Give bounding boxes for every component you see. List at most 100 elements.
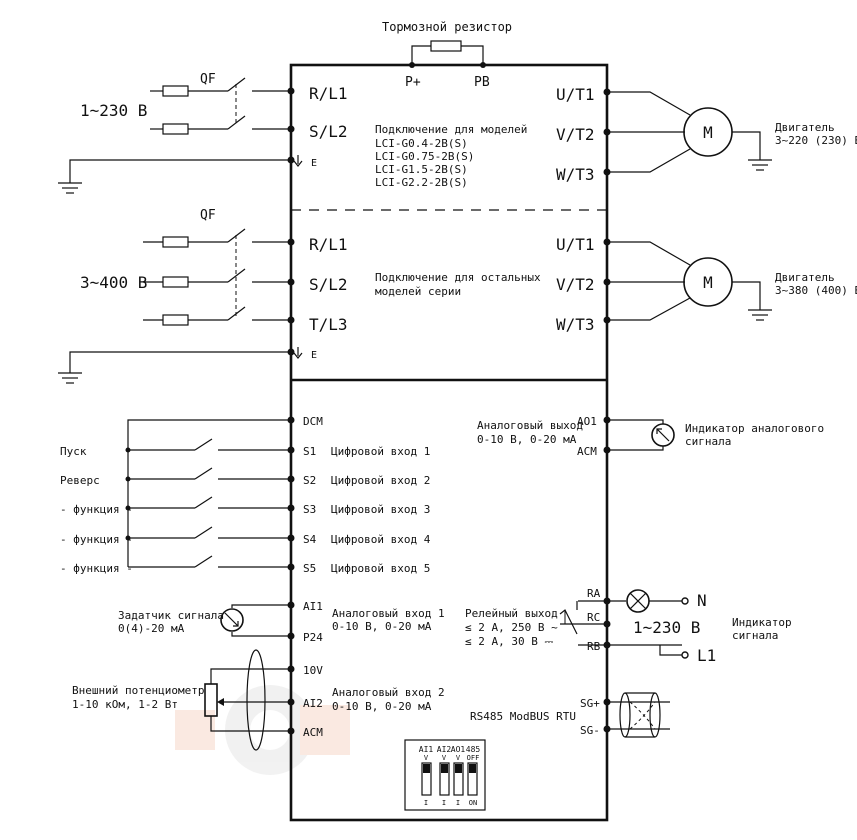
motor-top-voltage: 3~220 (230) В [775, 134, 857, 147]
digital-input-1: Цифровой вход 1 [331, 445, 430, 458]
function-label-3: - функция - [60, 503, 133, 516]
terminal-s1: S1 [303, 445, 316, 458]
terminal-n: N [697, 591, 707, 610]
relay-voltage: 1~230 В [633, 618, 700, 637]
motor-bottom-voltage: 3~380 (400) В [775, 284, 857, 297]
analog-input-2-range: 0-10 В, 0-20 мА [332, 700, 432, 713]
terminal-p24: P24 [303, 631, 323, 644]
supply-230-label: 1~230 В [80, 101, 147, 120]
analog-indicator-label: Индикатор аналогового [685, 422, 824, 435]
terminal-v-bottom: V/T2 [556, 275, 595, 294]
motor-top-symbol: M [703, 123, 713, 142]
terminal-e-top: E [311, 158, 317, 169]
terminal-ai1: AI1 [303, 600, 323, 613]
terminal-w-top: W/T3 [556, 165, 595, 184]
dip-top-485: OFF [467, 754, 480, 762]
models-bottom-line2: моделей серии [375, 285, 461, 298]
terminal-sg-minus: SG- [580, 724, 600, 737]
analog-input-1-range: 0-10 В, 0-20 мА [332, 620, 432, 633]
qf-bottom-label: QF [200, 208, 216, 223]
terminal-t-bottom: T/L3 [309, 315, 348, 334]
terminal-p-plus: P+ [405, 75, 421, 90]
brake-resistor: Тормозной резистор P+ PB [382, 20, 512, 90]
motor-bottom-title: Двигатель [775, 271, 835, 284]
relay-output-title: Релейный выход [465, 607, 558, 620]
signal-setter-range: 0(4)-20 мА [118, 622, 185, 635]
relay-indicator-signal: сигнала [732, 629, 778, 642]
dip-header-ai1: AI1 [419, 745, 434, 754]
analog-input-1 [220, 601, 295, 640]
reverse-label: Реверс [60, 474, 100, 487]
motor-bottom-symbol: M [703, 273, 713, 292]
function-label-4: - функция - [60, 533, 133, 546]
relay-rating-ac: ≤ 2 А, 250 В ~ [465, 621, 558, 634]
terminal-sg-plus: SG+ [580, 697, 600, 710]
models-top-m2: LCI-G0.75-2B(S) [375, 150, 474, 163]
potentiometer [204, 649, 295, 751]
terminal-ao1: AO1 [577, 415, 597, 428]
models-top-m1: LCI-G0.4-2B(S) [375, 137, 468, 150]
digital-input-4: Цифровой вход 4 [331, 533, 431, 546]
converter-box [289, 63, 609, 822]
models-top-m3: LCI-G1.5-2B(S) [375, 163, 468, 176]
terminal-ai2: AI2 [303, 697, 323, 710]
dip-switch-block [404, 739, 486, 811]
terminal-l1: L1 [697, 646, 716, 665]
motor-bottom: M [603, 238, 772, 324]
supply-400-section: QF 3~400 В [58, 208, 303, 384]
rs485-port [603, 692, 670, 738]
terminal-acm-out: ACM [577, 445, 597, 458]
signal-setter-label: Задатчик сигнала [118, 609, 224, 622]
models-top-m4: LCI-G2.2-2B(S) [375, 176, 468, 189]
function-label-5: - функция - [60, 562, 133, 575]
terminal-dcm: DCM [303, 415, 323, 428]
digital-input-5: Цифровой вход 5 [331, 562, 430, 575]
terminal-s2: S2 [303, 474, 316, 487]
dip-header-485: 485 [466, 745, 481, 754]
digital-input-2: Цифровой вход 2 [331, 474, 430, 487]
dip-bottom-ai1: I [424, 799, 428, 807]
models-top-title: Подключение для моделей [375, 123, 527, 136]
rs485-label: RS485 ModBUS RTU [470, 710, 576, 723]
analog-input-2-title: Аналоговый вход 2 [332, 686, 445, 699]
analog-output-title: Аналоговый выход [477, 419, 583, 432]
dip-top-ai2: V [442, 754, 447, 762]
analog-output [603, 416, 675, 454]
terminal-s5: S5 [303, 562, 316, 575]
dip-header-ao1: AO1 [451, 745, 466, 754]
dip-top-ao1: V [456, 754, 461, 762]
terminal-w-bottom: W/T3 [556, 315, 595, 334]
terminal-u-bottom: U/T1 [556, 235, 595, 254]
potentiometer-spec: 1-10 кОм, 1-2 Вт [72, 698, 178, 711]
watermark-logo [175, 685, 350, 775]
models-bottom-line1: Подключение для остальных [375, 271, 541, 284]
terminal-v-top: V/T2 [556, 125, 595, 144]
terminal-u-top: U/T1 [556, 85, 595, 104]
supply-400-label: 3~400 В [80, 273, 147, 292]
terminal-s-top: S/L2 [309, 122, 348, 141]
terminal-acm-in: ACM [303, 726, 323, 739]
analog-indicator-signal: сигнала [685, 435, 731, 448]
terminal-e-bottom: E [311, 350, 317, 361]
terminal-rc: RC [587, 611, 600, 624]
analog-output-range: 0-10 В, 0-20 мА [477, 433, 577, 446]
terminal-s3: S3 [303, 503, 316, 516]
terminal-ra: RA [587, 587, 601, 600]
analog-input-1-title: Аналоговый вход 1 [332, 607, 445, 620]
motor-top: M [603, 88, 772, 176]
motor-top-title: Двигатель [775, 121, 835, 134]
start-label: Пуск [60, 445, 87, 458]
terminal-r-top: R/L1 [309, 84, 348, 103]
qf-top-label: QF [200, 72, 216, 87]
digital-input-3: Цифровой вход 3 [331, 503, 430, 516]
terminal-s-bottom: S/L2 [309, 275, 348, 294]
terminal-r-bottom: R/L1 [309, 235, 348, 254]
brake-resistor-label: Тормозной резистор [382, 20, 512, 34]
relay-rating-dc: ≤ 2 А, 30 В ⎓ [465, 635, 553, 648]
supply-230-section: 1~230 В QF [58, 72, 303, 194]
dip-bottom-ao1: I [456, 799, 460, 807]
terminal-s4: S4 [303, 533, 317, 546]
digital-inputs [125, 416, 295, 571]
